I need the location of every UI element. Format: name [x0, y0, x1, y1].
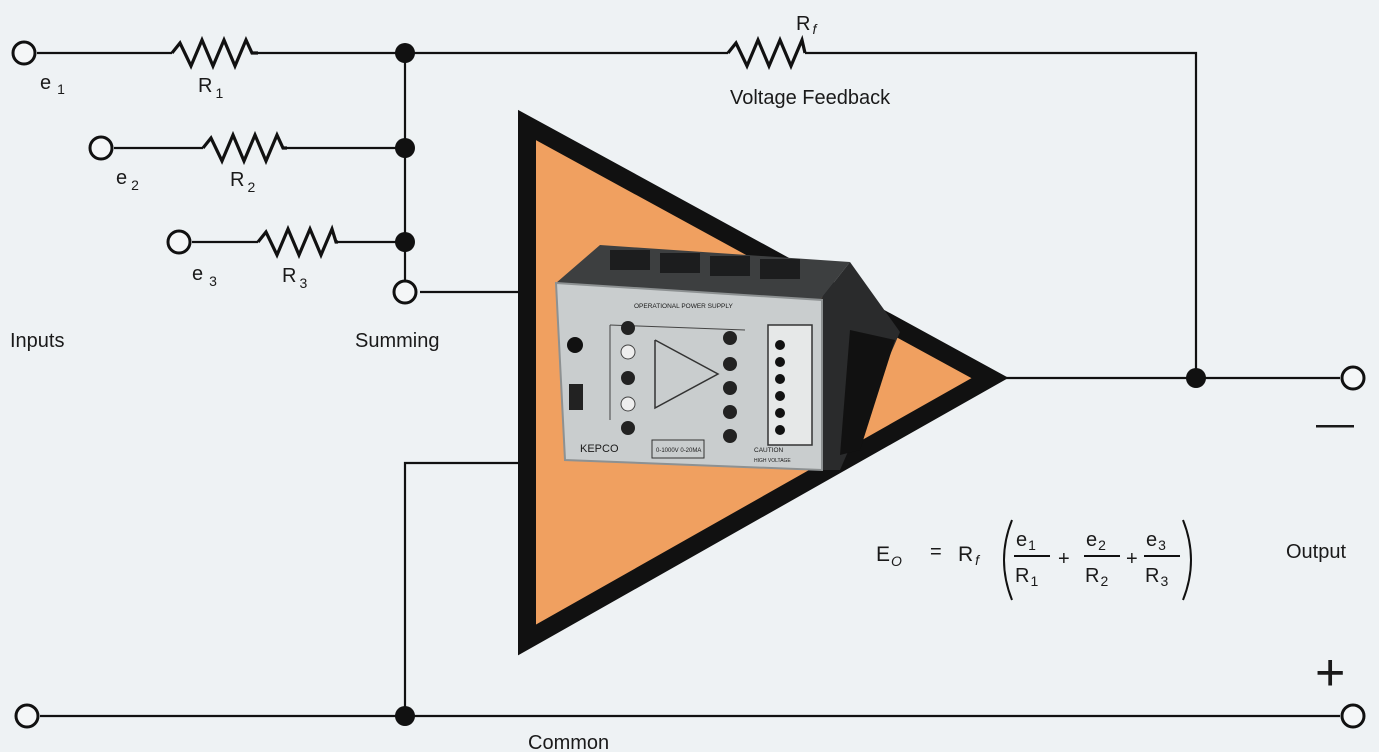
term2-denominator: R2	[1085, 565, 1108, 589]
label-voltage-feedback: Voltage Feedback	[730, 87, 891, 109]
terminal-output-plus	[1340, 703, 1366, 729]
wiring	[37, 51, 1340, 718]
term2-numerator: e2	[1086, 529, 1106, 553]
terminal-e3	[166, 229, 192, 255]
terminal-output-minus	[1340, 365, 1366, 391]
resistor-rf	[726, 34, 807, 71]
term1-numerator: e1	[1016, 529, 1036, 553]
resistor-r1	[170, 35, 258, 71]
terminal-common-left	[14, 703, 40, 729]
terminals	[11, 40, 1366, 729]
label-output: Output	[1286, 541, 1346, 563]
resistor-r3	[256, 224, 338, 260]
terminal-summing	[392, 279, 418, 305]
equation-equals: =	[930, 541, 942, 563]
equation-plus-2: +	[1126, 548, 1138, 570]
power-supply-device: OPERATIONAL POWER SUPPLY KEPCO 0-1000V 0…	[554, 245, 900, 472]
resistors	[170, 34, 807, 260]
device-brand: KEPCO	[580, 443, 619, 455]
label-common: Common	[528, 732, 609, 752]
terminal-e1	[11, 40, 37, 66]
output-plus-sign: +	[1315, 644, 1345, 702]
label-summing: Summing	[355, 330, 439, 352]
equation-lhs: EO	[876, 543, 902, 569]
equation-plus-1: +	[1058, 548, 1070, 570]
output-minus-sign: —	[1316, 403, 1354, 445]
terminal-e2	[88, 135, 114, 161]
label-inputs: Inputs	[10, 330, 64, 352]
term3-denominator: R3	[1145, 565, 1168, 589]
junction-nodes	[395, 43, 1206, 726]
device-rating: 0-1000V 0-20MA	[656, 448, 701, 454]
device-title: OPERATIONAL POWER SUPPLY	[634, 303, 734, 310]
term1-denominator: R1	[1015, 565, 1038, 589]
device-caution: CAUTION	[754, 447, 784, 454]
resistor-r2	[201, 130, 287, 166]
device-caution-sub: HIGH VOLTAGE	[754, 458, 791, 464]
term3-numerator: e3	[1146, 529, 1166, 553]
